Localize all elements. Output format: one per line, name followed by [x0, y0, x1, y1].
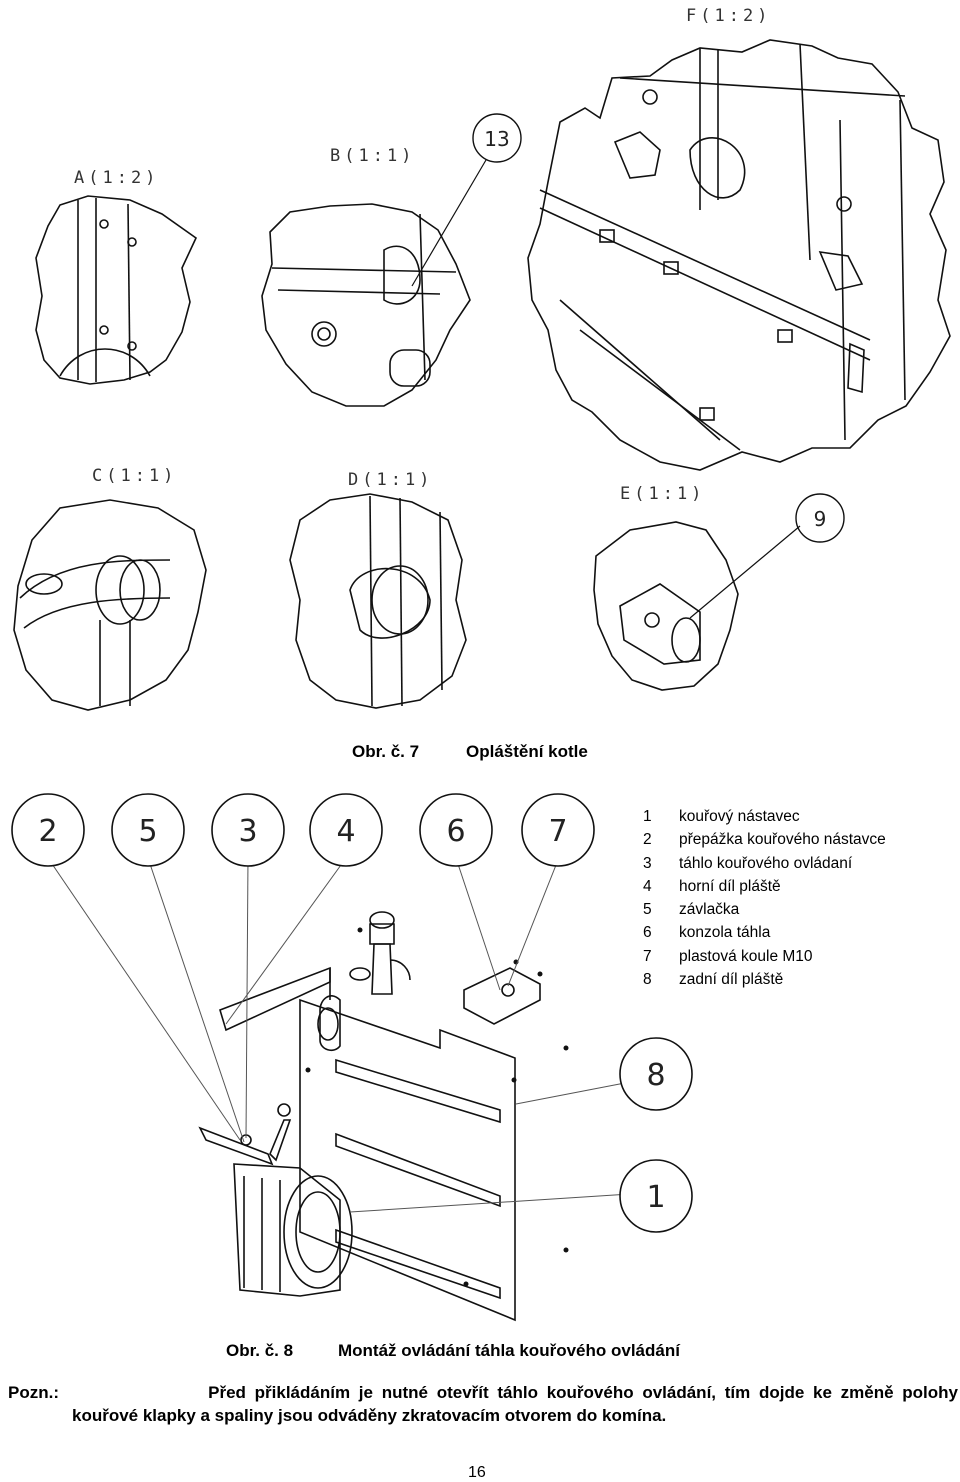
page-number: 16	[468, 1464, 486, 1481]
callout-1-circle	[619, 1159, 693, 1233]
callout-8: 8	[646, 1058, 665, 1093]
callout-5: 5	[138, 814, 157, 849]
callout-13-circle	[472, 113, 522, 163]
callout-3: 3	[238, 814, 257, 849]
callout-9-circle	[795, 493, 845, 543]
callout-3-circle	[211, 793, 285, 867]
figure-8-drawing: 2 5 3 4 6 7 8 1	[11, 793, 693, 1322]
view-label-e: E(1:1)	[620, 484, 706, 504]
callout-1: 1	[646, 1180, 665, 1215]
callout-7: 7	[548, 814, 567, 849]
view-label-f: F(1:2)	[686, 6, 772, 26]
view-label-d: D(1:1)	[348, 470, 434, 490]
figure-7-caption-number: Obr. č. 7	[352, 742, 420, 761]
assembly-note: Pozn.: Před přikládáním je nutné otevřít…	[8, 1381, 958, 1427]
callout-9: 9	[814, 507, 827, 531]
callout-5-circle	[111, 793, 185, 867]
figure-7-caption-title: Opláštění kotle	[466, 742, 588, 761]
callout-6-circle	[419, 793, 493, 867]
figure-7-drawing: 13 9	[13, 39, 951, 711]
callout-4: 4	[336, 814, 355, 849]
note-line-2: kouřové klapky a spaliny jsou odváděny z…	[72, 1406, 667, 1425]
view-label-b: B(1:1)	[330, 146, 416, 166]
note-label: Pozn.:	[8, 1383, 59, 1402]
view-label-a: A(1:2)	[74, 168, 160, 188]
figure-8-caption-number: Obr. č. 8	[226, 1341, 294, 1360]
callout-2-circle	[11, 793, 85, 867]
callout-7-circle	[521, 793, 595, 867]
view-label-c: C(1:1)	[92, 466, 178, 486]
callout-2: 2	[38, 814, 57, 849]
note-line-1: Před přikládáním je nutné otevřít táhlo …	[208, 1383, 958, 1402]
callout-8-circle	[619, 1037, 693, 1111]
callout-6: 6	[446, 814, 465, 849]
figure-8-caption-title: Montáž ovládání táhla kouřového ovládání	[338, 1341, 680, 1360]
callout-13: 13	[484, 127, 509, 151]
callout-4-circle	[309, 793, 383, 867]
